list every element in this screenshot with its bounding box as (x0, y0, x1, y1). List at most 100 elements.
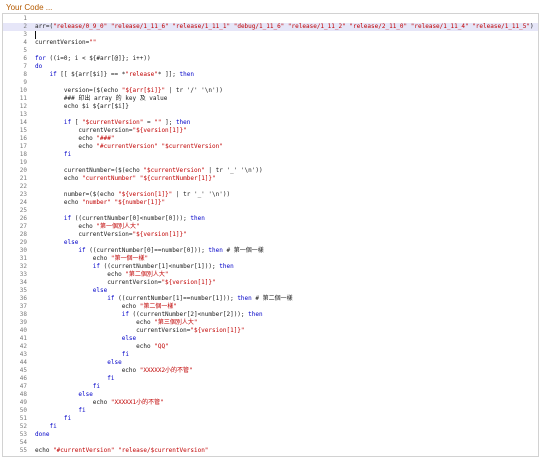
code-line[interactable]: 47 fi (3, 383, 538, 391)
code-line[interactable]: 45 echo "XXXXX2小的不管" (3, 367, 538, 375)
code-text: fi (78, 407, 86, 414)
code-line[interactable]: 31 echo "第一個一樣" (3, 255, 538, 263)
code-line[interactable]: 54 (3, 439, 538, 447)
code-text: if ((currentNumber[1]==number[1])); then… (107, 295, 293, 302)
code-line[interactable]: 10 version=($(echo "${arr[$i]}" | tr '/'… (3, 87, 538, 95)
code-line[interactable]: 1 (3, 15, 538, 23)
line-number: 28 (19, 231, 27, 238)
line-number: 45 (19, 367, 27, 374)
code-line[interactable]: 30 if ((currentNumber[0]==number[0])); t… (3, 247, 538, 255)
code-line[interactable]: 34 currentVersion="${version[1]}" (3, 279, 538, 287)
code-line[interactable]: 52 fi (3, 423, 538, 431)
line-number: 44 (19, 359, 27, 366)
line-number: 13 (19, 111, 27, 118)
code-line[interactable]: 39 echo "第三個別人大" (3, 319, 538, 327)
line-number: 8 (23, 71, 27, 78)
line-number: 17 (19, 143, 27, 150)
code-line[interactable]: 51 fi (3, 415, 538, 423)
code-line[interactable]: 43 fi (3, 351, 538, 359)
code-text: for ((i=0; i < ${#arr[@]}; i++)) (35, 55, 151, 62)
code-text: else (92, 287, 108, 294)
code-line[interactable]: 19 (3, 159, 538, 167)
code-line[interactable]: 13 (3, 111, 538, 119)
code-text: if ((currentNumber[0]<number[0])); then (63, 215, 205, 222)
line-number: 37 (19, 303, 27, 310)
line-number: 24 (19, 199, 27, 206)
code-line[interactable]: 5 (3, 47, 538, 55)
line-number: 33 (19, 271, 27, 278)
code-text: fi (92, 383, 101, 390)
code-line[interactable]: 44 else (3, 359, 538, 367)
line-number: 1 (23, 15, 27, 22)
line-number: 49 (19, 399, 27, 406)
code-text: echo "number" "${number[1]}" (35, 199, 166, 206)
code-line[interactable]: 50 fi (3, 407, 538, 415)
code-line[interactable]: 9 (3, 79, 538, 87)
code-line[interactable]: 35 else (3, 287, 538, 295)
code-line[interactable]: 40 currentVersion="${version[1]}" (3, 327, 538, 335)
line-number: 15 (19, 127, 27, 134)
code-line[interactable]: 21 echo "currentNumber" "${currentNumber… (3, 175, 538, 183)
code-text: echo "XXXXX2小的不管" (35, 367, 193, 374)
code-text: else (63, 239, 79, 246)
code-line[interactable]: 17 echo "#currentVersion" "$currentVersi… (3, 143, 538, 151)
line-number: 32 (19, 263, 27, 270)
code-text: currentVersion="${version[1]}" (35, 327, 245, 334)
line-number: 2 (23, 23, 27, 30)
code-text: echo "第二個別人大" (35, 271, 169, 278)
code-line[interactable]: 36 if ((currentNumber[1]==number[1])); t… (3, 295, 538, 303)
code-line[interactable]: 29 else (3, 239, 538, 247)
code-text: echo "第三個別人大" (35, 319, 198, 326)
code-line[interactable]: 14 if [ "$currentVersion" = "" ]; then (3, 119, 538, 127)
code-line[interactable]: 25 (3, 207, 538, 215)
code-line[interactable]: 20 currentNumber=($(echo "$currentVersio… (3, 167, 538, 175)
code-line[interactable]: 8 if [[ ${arr[$i]} == *"release"* ]]; th… (3, 71, 538, 79)
code-line[interactable]: 11 ### 印出 array 的 key 及 value (3, 95, 538, 103)
code-line[interactable]: 42 echo "QQ" (3, 343, 538, 351)
code-line[interactable]: 33 echo "第二個別人大" (3, 271, 538, 279)
code-line[interactable]: 26 if ((currentNumber[0]<number[0])); th… (3, 215, 538, 223)
code-line[interactable]: 38 if ((currentNumber[2]<number[2])); th… (3, 311, 538, 319)
code-text: if [ "$currentVersion" = "" ]; then (63, 119, 191, 126)
code-line[interactable]: 3 (3, 31, 538, 39)
code-text: echo "###" (35, 135, 115, 142)
code-text: if [[ ${arr[$i]} == *"release"* ]]; then (49, 71, 194, 78)
code-line[interactable]: 2 arr=("release/0_9_0" "release/1_11_6" "… (3, 23, 538, 31)
code-text: arr=("release/0_9_0" "release/1_11_6" "r… (35, 23, 534, 30)
code-line[interactable]: 27 echo "第一個別人大" (3, 223, 538, 231)
line-number: 18 (19, 151, 27, 158)
code-line[interactable]: 37 echo "第二個一樣" (3, 303, 538, 311)
code-line[interactable]: 41 else (3, 335, 538, 343)
code-line[interactable]: 32 if ((currentNumber[1]<number[1])); th… (3, 263, 538, 271)
line-number: 50 (19, 407, 27, 414)
code-line[interactable]: 22 (3, 183, 538, 191)
line-number: 55 (19, 447, 27, 454)
line-number: 19 (19, 159, 27, 166)
code-line[interactable]: 24 echo "number" "${number[1]}" (3, 199, 538, 207)
code-line[interactable]: 28 currentVersion="${version[1]}" (3, 231, 538, 239)
line-number: 20 (19, 167, 27, 174)
code-line[interactable]: 15 currentVersion="${version[1]}" (3, 127, 538, 135)
line-number: 43 (19, 351, 27, 358)
code-line[interactable]: 18 fi (3, 151, 538, 159)
code-line[interactable]: 49 echo "XXXXX1小的不管" (3, 399, 538, 407)
code-line[interactable]: 23 number=($(echo "${version[1]}" | tr '… (3, 191, 538, 199)
line-number: 41 (19, 335, 27, 342)
code-line[interactable]: 16 echo "###" (3, 135, 538, 143)
code-text: if ((currentNumber[0]==number[0])); then… (78, 247, 264, 254)
code-text: if ((currentNumber[1]<number[1])); then (92, 263, 234, 270)
line-number: 54 (19, 439, 27, 446)
line-number: 40 (19, 327, 27, 334)
line-number: 27 (19, 223, 27, 230)
code-line[interactable]: 46 fi (3, 375, 538, 383)
code-line[interactable]: 48 else (3, 391, 538, 399)
code-text: version=($(echo "${arr[$i]}" | tr '/' '\… (35, 87, 223, 94)
code-line[interactable]: 12 echo $i ${arr[$i]} (3, 103, 538, 111)
code-text: else (121, 335, 137, 342)
